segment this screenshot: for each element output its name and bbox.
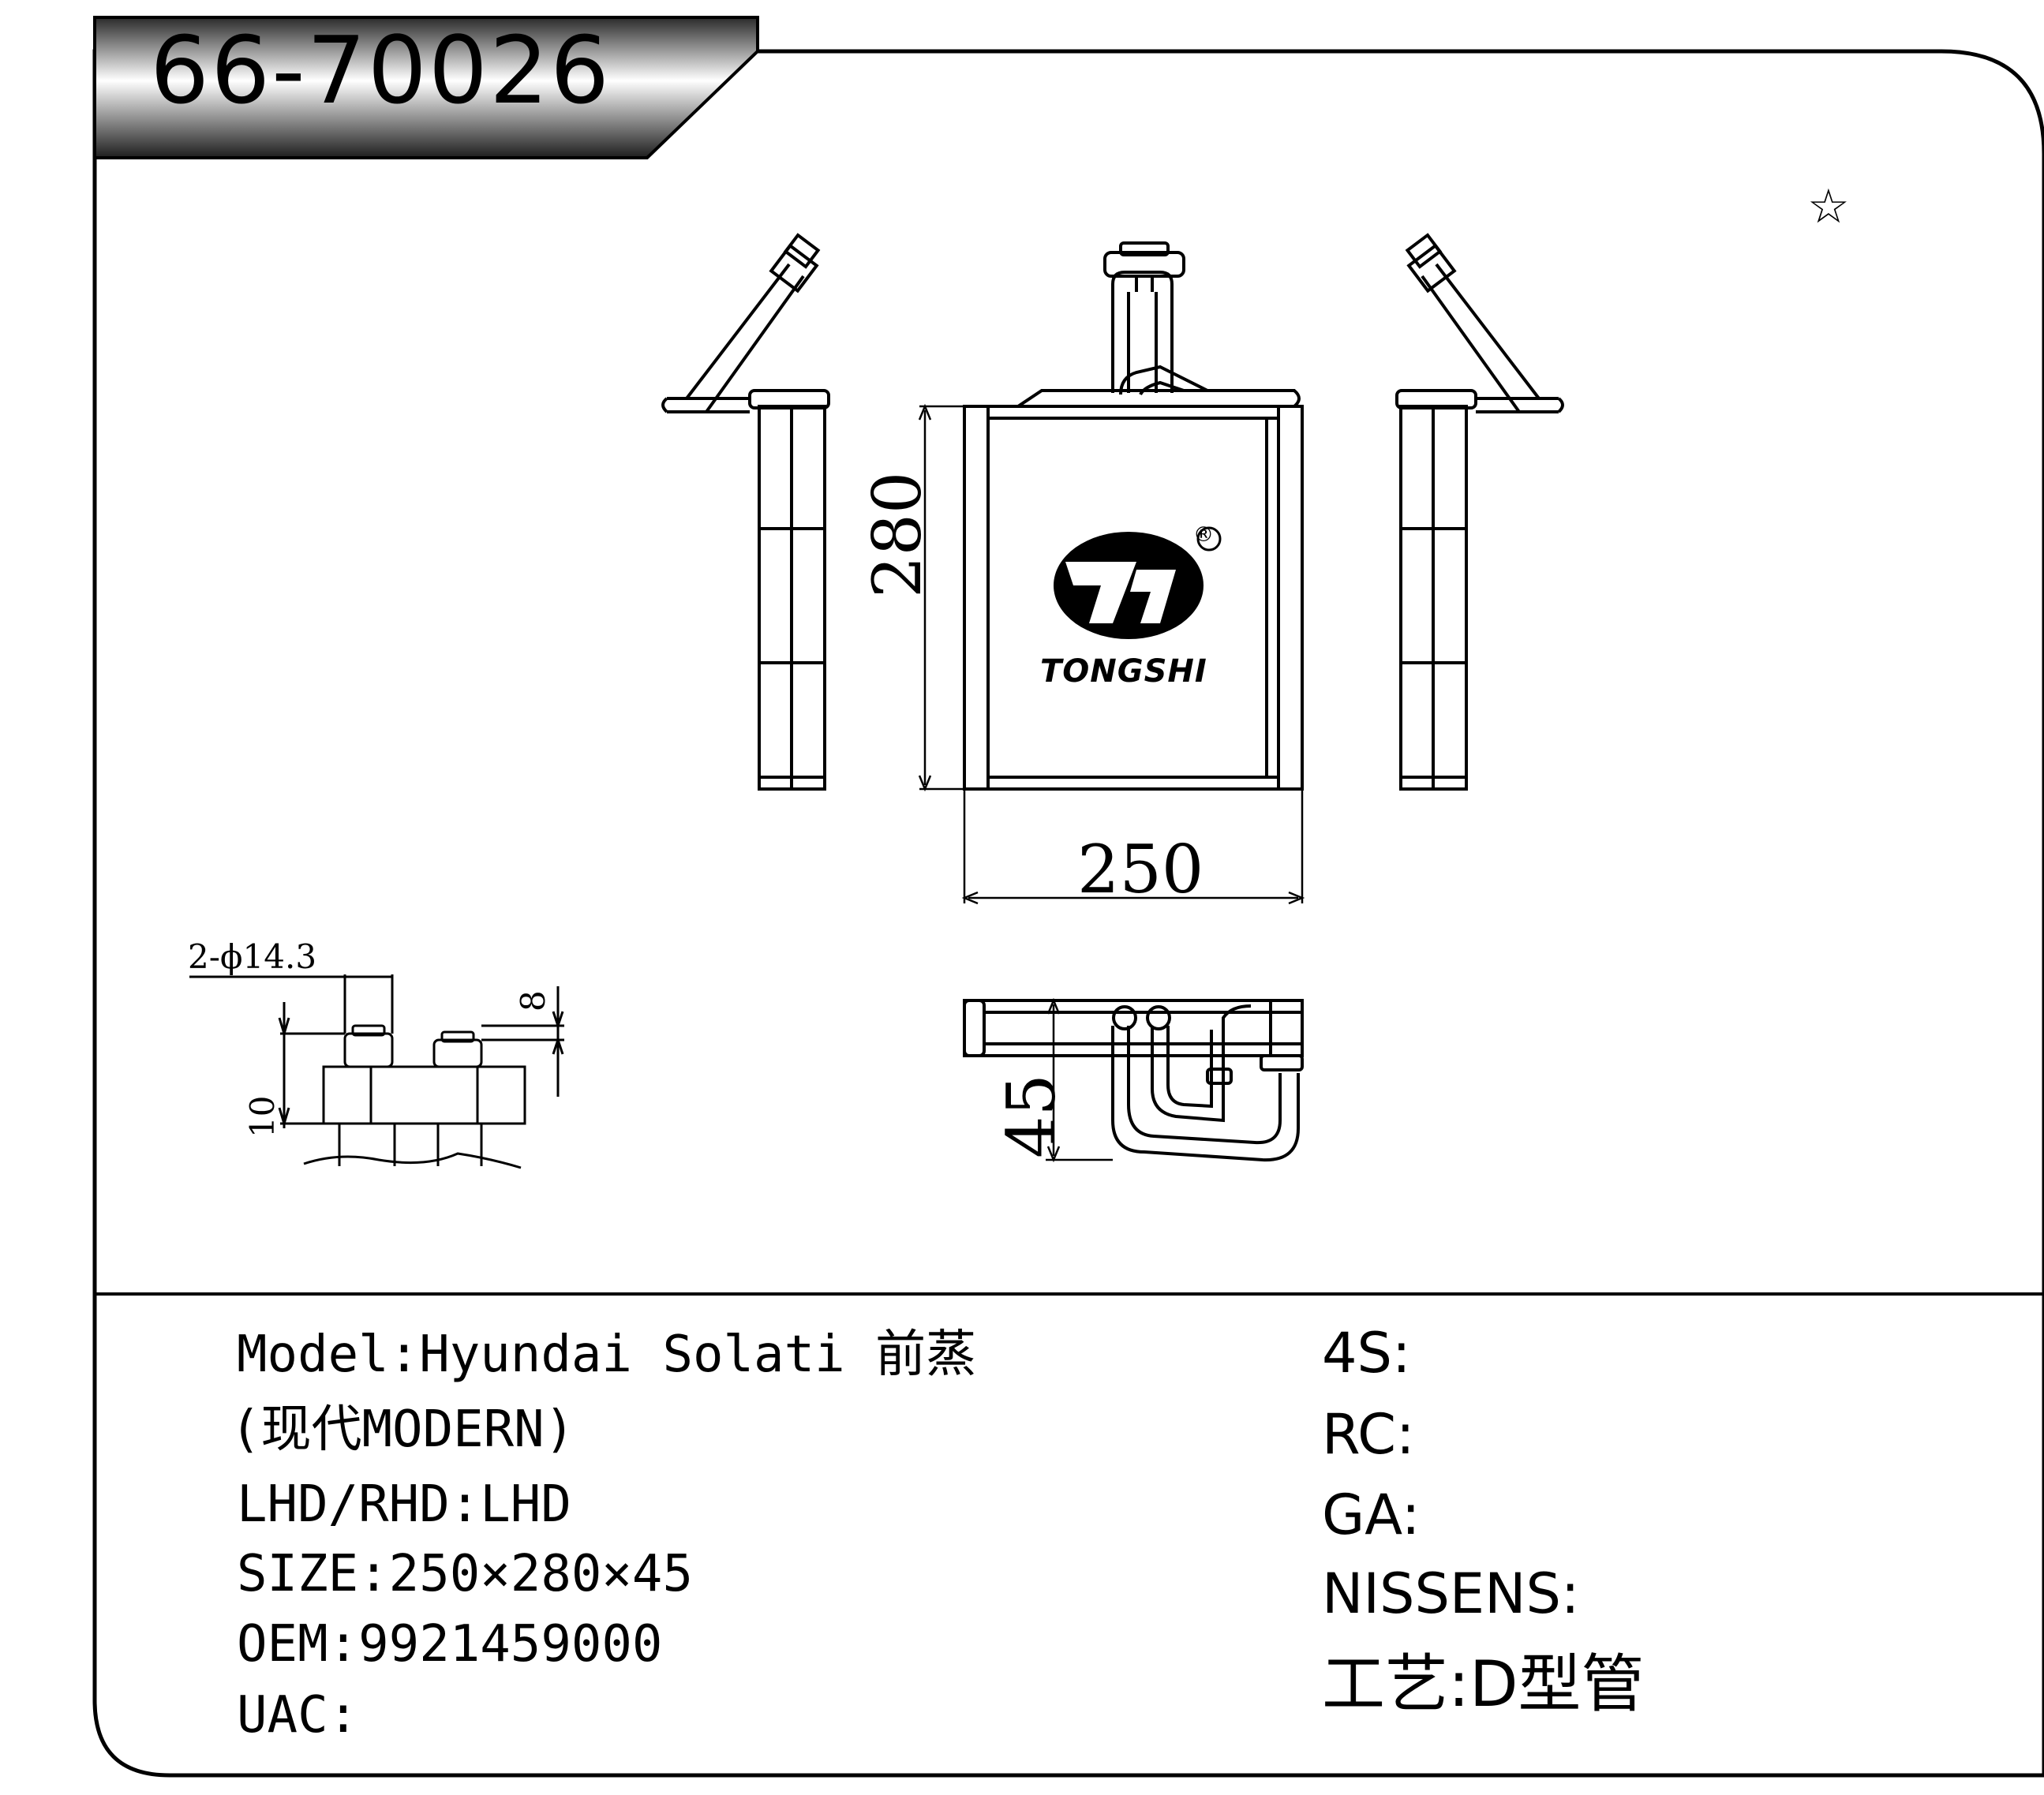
oem-number: OEM:9921459000 — [237, 1615, 663, 1673]
ref-rc: RC: — [1322, 1402, 1415, 1467]
fitting-height-label: 8 — [514, 990, 552, 1012]
title-tab — [93, 16, 759, 159]
logo-text: TONGSHI — [1040, 653, 1207, 690]
dim-280-lines — [918, 403, 964, 792]
side-view-right — [1395, 233, 1564, 791]
tongshi-logo — [1054, 526, 1222, 639]
ref-4s: 4S: — [1322, 1321, 1411, 1386]
part-number: 66-70026 — [150, 16, 612, 125]
process-type: 工艺:D型管 — [1322, 1647, 1645, 1721]
pipe-spec-label: 2-ϕ14.3 — [188, 937, 317, 976]
front-view — [963, 241, 1304, 791]
model-line-2: (现代MODERN) — [230, 1400, 575, 1459]
dim-250-lines — [961, 789, 1305, 905]
star-icon: ☆ — [1807, 179, 1850, 234]
drive-side: LHD/RHD:LHD — [237, 1475, 571, 1534]
model-line-1: Model:Hyundai Solati 前蒸 — [237, 1326, 977, 1384]
registered-mark: ® — [1193, 523, 1214, 547]
side-view-left — [661, 233, 830, 791]
block-height-label: 10 — [243, 1095, 282, 1138]
pipe-detail — [189, 974, 564, 1169]
size-spec: SIZE:250×280×45 — [237, 1545, 693, 1603]
ref-nissens: NISSENS: — [1322, 1561, 1580, 1626]
ref-ga: GA: — [1322, 1483, 1421, 1547]
dim-width-label: 250 — [1077, 831, 1204, 908]
uac-number: UAC: — [237, 1686, 359, 1745]
bottom-view — [963, 999, 1304, 1162]
dim-depth-label: 45 — [993, 1074, 1070, 1158]
outer-frame — [92, 49, 2044, 1778]
dim-height-label: 280 — [859, 471, 936, 598]
dim-45-lines — [1046, 997, 1113, 1163]
